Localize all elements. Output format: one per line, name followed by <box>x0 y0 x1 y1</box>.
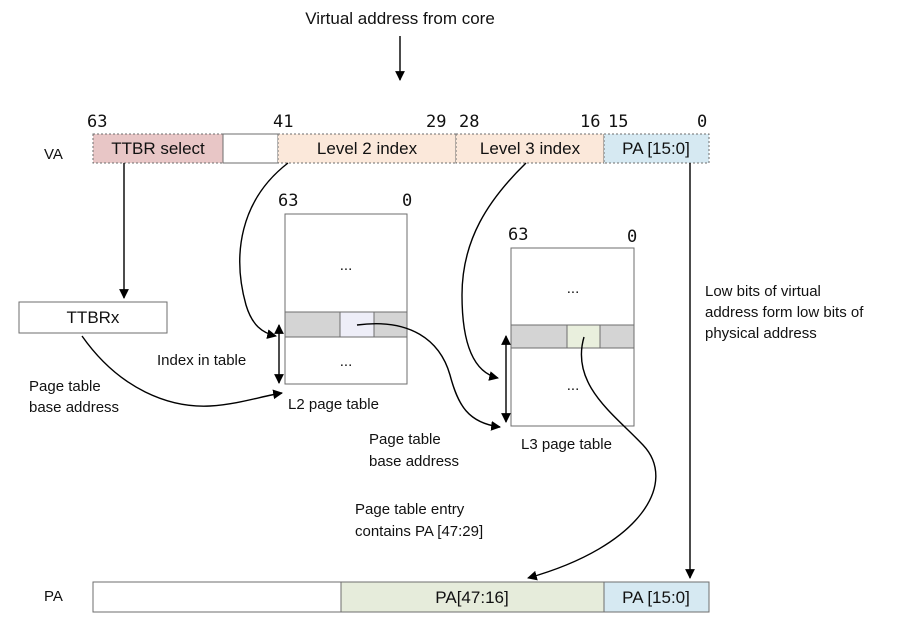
pa-field-low <box>603 581 710 613</box>
va-bit-63: 63 <box>87 112 107 132</box>
va-field-level2-index <box>277 133 457 164</box>
l2-table-caption: L2 page table <box>288 396 379 413</box>
page-table-base-label-1a: Page table <box>29 378 101 395</box>
l3-entry-left <box>510 324 568 349</box>
va-field-level3-index <box>455 133 605 164</box>
va-bit-15: 15 <box>608 112 628 132</box>
low-bits-label-3: physical address <box>705 325 817 342</box>
ttbr-to-l2-base-arrow <box>81 335 283 407</box>
va-bit-0: 0 <box>697 112 707 132</box>
va-field-unused <box>222 133 279 164</box>
va-field-level3-index-label: Level 3 index <box>480 139 581 158</box>
l3-entry-selected <box>566 324 601 349</box>
va-register: TTBR select Level 2 index Level 3 index … <box>92 133 710 164</box>
pte-contains-label-1: Page table entry <box>355 501 465 518</box>
pa-field-high <box>340 581 605 613</box>
index-in-table-label: Index in table <box>157 352 246 369</box>
ttbrx-label: TTBRx <box>67 308 120 327</box>
pte-contains-label-2: contains PA [47:29] <box>355 523 483 540</box>
l2-page-table: ... ... <box>284 213 408 385</box>
l2-table-frame <box>284 213 408 385</box>
l3-entry-to-pa-arrow <box>527 336 657 581</box>
l3-table-caption: L3 page table <box>521 436 612 453</box>
l2-bottom-ellipsis: ... <box>340 353 353 370</box>
l2-top-ellipsis: ... <box>340 257 353 274</box>
l2-bit-hi: 63 <box>278 191 298 211</box>
page-table-base-label-1b: base address <box>29 399 119 416</box>
va-row-label: VA <box>44 146 63 163</box>
pa-field-upper-unused <box>92 581 342 613</box>
page-table-base-label-2b: base address <box>369 453 459 470</box>
l3-bottom-ellipsis: ... <box>567 377 580 394</box>
pa-register: PA[47:16] PA [15:0] <box>92 581 710 613</box>
pa-field-low-label: PA [15:0] <box>622 588 690 607</box>
va-bit-28: 28 <box>459 112 479 132</box>
va-field-level2-index-label: Level 2 index <box>317 139 418 158</box>
level2-index-to-l2-arrow <box>239 162 289 339</box>
low-bits-label-2: address form low bits of <box>705 304 864 321</box>
l3-top-ellipsis: ... <box>567 280 580 297</box>
va-bit-16: 16 <box>580 112 600 132</box>
l2-entry-left <box>284 311 341 338</box>
page-table-base-label-2a: Page table <box>369 431 441 448</box>
l2-entry-to-l3-base-arrow <box>356 323 501 431</box>
l3-page-table: ... ... <box>510 247 635 427</box>
va-field-pa-low-label: PA [15:0] <box>622 139 690 158</box>
level3-index-to-l3-arrow <box>461 162 527 381</box>
va-bit-41: 41 <box>273 112 293 132</box>
va-bit-29: 29 <box>426 112 446 132</box>
l3-entry-right <box>599 324 635 349</box>
va-field-pa-low <box>603 133 710 164</box>
pa-field-high-label: PA[47:16] <box>435 588 508 607</box>
ttbrx-box <box>18 301 168 334</box>
l2-bit-lo: 0 <box>402 191 412 211</box>
low-bits-label-1: Low bits of virtual <box>705 283 821 300</box>
l3-bit-lo: 0 <box>627 227 637 247</box>
diagram-title: Virtual address from core <box>305 9 495 28</box>
l3-bit-hi: 63 <box>508 225 528 245</box>
va-field-ttbr-select <box>92 133 224 164</box>
va-field-ttbr-select-label: TTBR select <box>111 139 205 158</box>
pa-row-label: PA <box>44 588 63 605</box>
